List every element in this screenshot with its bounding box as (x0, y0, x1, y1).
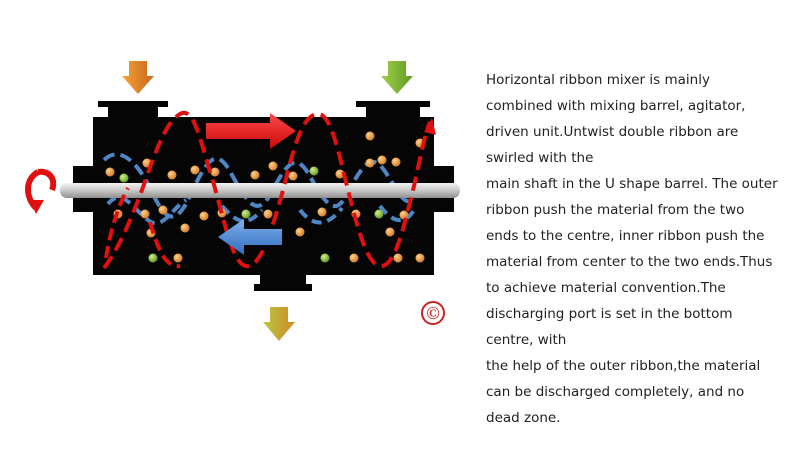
description-line: the help of the outer ribbon,the materia… (486, 358, 761, 374)
ribbon-mixer-diagram: © (25, 61, 460, 341)
outer-ribbon (102, 110, 432, 270)
right-inlet-arrow-icon (381, 61, 413, 94)
description-line: combined with mixing barrel, agitator, (486, 98, 746, 114)
description-line: driven unit.Untwist double ribbon are (486, 124, 739, 140)
inner-ribbon-lower (106, 195, 416, 226)
description-line: dead zone. (486, 410, 561, 426)
description-line: main shaft in the U shape barrel. The ou… (486, 176, 778, 192)
description-line: discharging port is set in the bottom (486, 306, 733, 322)
outer-ribbon-tail (104, 187, 181, 269)
outer-ribbon-arrowhead (424, 118, 436, 135)
mixer-description: Horizontal ribbon mixer is mainly combin… (486, 67, 786, 431)
discharge-arrow-icon (263, 307, 295, 341)
material-particles (105, 131, 425, 263)
description-line: can be discharged completely, and no (486, 384, 745, 400)
copyright-symbol: © (426, 303, 439, 323)
description-line: centre, with (486, 332, 567, 348)
main-shaft (60, 183, 460, 198)
rotation-arrow-icon (25, 168, 57, 214)
left-inlet-arrow-icon (122, 61, 154, 94)
description-line: ends to the centre, inner ribbon push th… (486, 228, 765, 244)
description-line: to achieve material convention.The (486, 280, 726, 296)
description-line: swirled with the (486, 150, 594, 166)
outer-flow-right-arrow-icon (206, 113, 296, 149)
description-line: material from center to the two ends.Thu… (486, 254, 773, 270)
description-line: Horizontal ribbon mixer is mainly (486, 72, 710, 88)
description-line: ribbon push the material from the two (486, 202, 745, 218)
inner-flow-left-arrow-icon (218, 219, 282, 255)
copyright-icon (421, 301, 445, 325)
